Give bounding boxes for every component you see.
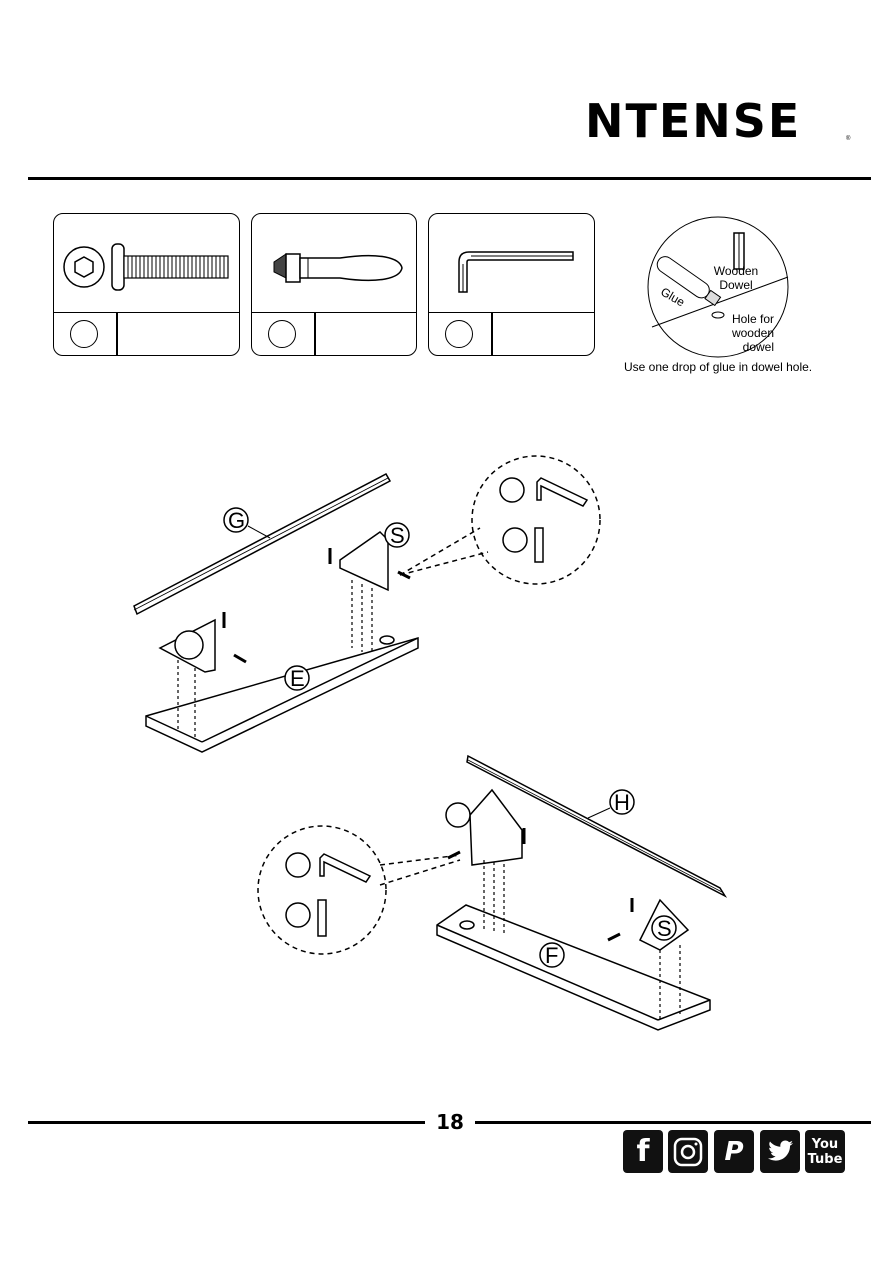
- pinterest-icon[interactable]: P: [714, 1130, 754, 1173]
- detail-callout-upper: [471, 455, 601, 585]
- allen-key-icon: [458, 251, 574, 293]
- part-box-cam-dowel: [251, 213, 417, 356]
- part-letter-circle: [70, 320, 98, 348]
- youtube-icon[interactable]: You Tube: [805, 1130, 845, 1173]
- trademark-symbol: ®: [846, 136, 851, 142]
- panel-g: [133, 473, 392, 616]
- footer-rule-left: [28, 1121, 425, 1124]
- panel-e: [145, 637, 419, 753]
- glue-dowel-illustration: [647, 216, 789, 358]
- instagram-icon[interactable]: [668, 1130, 708, 1173]
- part-box-bolt: [53, 213, 240, 356]
- facebook-icon[interactable]: f: [623, 1130, 663, 1173]
- panel-g-label: G: [228, 508, 246, 533]
- bracket-s-label-lower: S: [657, 916, 672, 941]
- part-letter-circle: [445, 320, 473, 348]
- twitter-icon[interactable]: [760, 1130, 800, 1173]
- panel-f: [436, 904, 711, 1031]
- bracket-s-label-upper: S: [390, 523, 405, 548]
- panel-e-label: E: [290, 666, 305, 691]
- part-label-row: [54, 312, 239, 355]
- brand-logo: NTENSE: [585, 94, 802, 148]
- part-letter-circle: [268, 320, 296, 348]
- hex-bolt-icon: [63, 243, 229, 291]
- bracket-left-lower: [469, 788, 523, 866]
- part-box-allen-key: [428, 213, 595, 356]
- wooden-dowel-label: Wooden Dowel: [713, 264, 759, 292]
- cam-dowel-icon: [273, 253, 403, 283]
- panel-f-label: F: [545, 943, 559, 968]
- glue-instruction: Use one drop of glue in dowel hole.: [624, 360, 813, 374]
- page-number: 18: [436, 1110, 464, 1134]
- part-label-row: [429, 312, 594, 355]
- header-rule: [28, 177, 871, 180]
- bracket-right-upper: [339, 531, 389, 592]
- footer-rule-right: [475, 1121, 871, 1124]
- panel-h: [466, 754, 728, 898]
- part-label-row: [252, 312, 416, 355]
- panel-h-label: H: [614, 790, 630, 815]
- dowel-hole-label: Hole for wooden dowel: [731, 312, 774, 354]
